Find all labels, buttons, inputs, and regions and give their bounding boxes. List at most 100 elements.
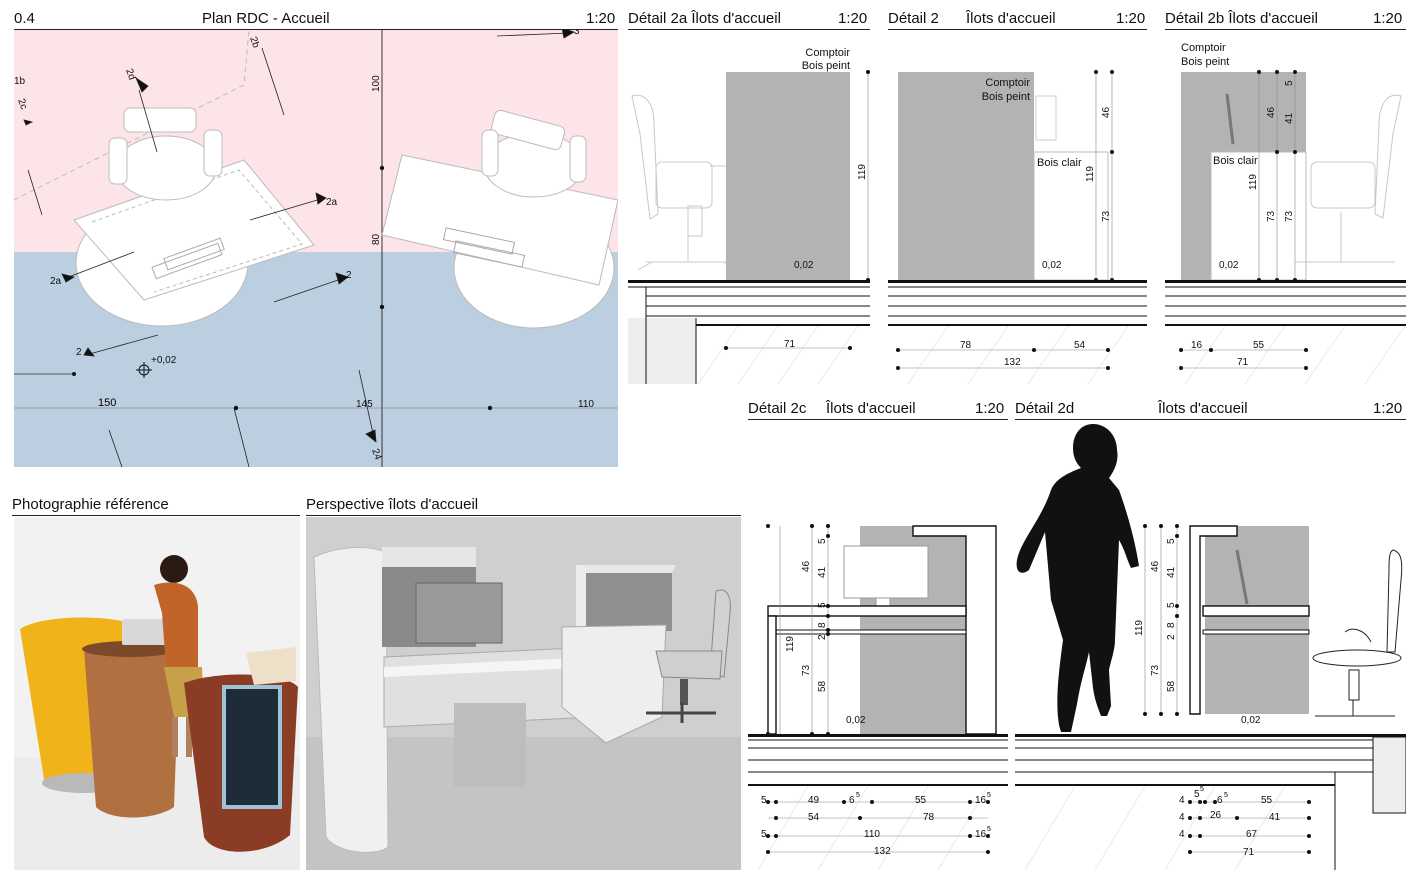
detail-2d-title: Détail 2d [1015, 400, 1075, 417]
counter-body [898, 72, 1034, 280]
detail-2c-row1-b: 49 [808, 795, 820, 806]
plan-mark-2c: 2c [15, 97, 29, 111]
plan-mark-3: 3 [574, 30, 580, 37]
dim-dots [1188, 800, 1311, 854]
perspective-chair [646, 589, 731, 723]
photo-title: Photographie référence [12, 496, 169, 513]
detail-2d-row1-d: 55 [1261, 795, 1273, 806]
detail-2b-dim-16: 16 [1191, 340, 1203, 351]
dim-dots [1143, 524, 1179, 716]
monitor-stand [875, 597, 891, 607]
detail-2d-scale: 1:20 [1373, 400, 1403, 417]
office-chair [1312, 549, 1403, 717]
monitor-profile [1235, 549, 1249, 605]
floor-plan: +0,02 100 80 150 145 110 2a 2a 2 2 2b 2c… [14, 30, 618, 467]
floor-layers [1165, 280, 1406, 326]
detail-2d-dim-46: 46 [1150, 560, 1161, 572]
keyboard-shelf [1202, 629, 1310, 635]
detail-2d-row4-a: 71 [1243, 847, 1255, 858]
detail-2-dim-78: 78 [960, 340, 972, 351]
detail-2-scale: 1:20 [1116, 10, 1146, 27]
chair-outline [631, 94, 737, 271]
detail-2b-label-clair: Bois clair [1213, 155, 1258, 167]
desk-leg [767, 615, 777, 735]
dim-dots [1179, 348, 1308, 370]
detail-2c-dim-73: 73 [801, 664, 812, 676]
human-silhouette [1016, 424, 1139, 732]
plan-mark-1b: 1b [14, 76, 26, 87]
detail-2-label-clair: Bois clair [1037, 157, 1082, 169]
counter-side [1181, 152, 1211, 280]
detail-2-rule [888, 29, 1147, 30]
floor-layers [1015, 734, 1406, 870]
counter-shell [1189, 525, 1238, 715]
detail-2d-row2-b: 26 [1210, 810, 1222, 821]
detail-2b-rule [1165, 29, 1406, 30]
detail-2b-level: 0,02 [1219, 260, 1239, 271]
detail-2d-row1-b: 5 [1194, 789, 1200, 800]
plan-level-label: +0,02 [151, 355, 177, 366]
plan-dim-145: 145 [356, 399, 373, 410]
plan-mark-2-2: 2 [76, 347, 82, 358]
detail-2d-dim-73: 73 [1150, 664, 1161, 676]
plan-title: Plan RDC - Accueil [202, 10, 330, 27]
plan-mark-2b: 2b [247, 35, 261, 50]
detail-2-label-comptoir: Comptoir [985, 77, 1030, 89]
plan-mark-2d: 2d [123, 67, 137, 81]
detail-2c-row2-a: 54 [808, 812, 820, 823]
hatching [1184, 325, 1406, 384]
detail-2-dim-46: 46 [1101, 106, 1112, 118]
detail-2b-scale: 1:20 [1373, 10, 1403, 27]
dim-dot [724, 346, 728, 350]
detail-2c-dim-58: 58 [817, 680, 828, 692]
detail-2c-scale: 1:20 [975, 400, 1005, 417]
detail-2c-row1-c: 6 [849, 795, 855, 806]
detail-2-dim-54: 54 [1074, 340, 1086, 351]
detail-2d-row3-a: 4 [1179, 829, 1185, 840]
detail-2d-subtitle: Îlots d'accueil [1158, 400, 1248, 417]
hatching [1024, 785, 1286, 870]
monitor [843, 545, 929, 599]
floor-layers [628, 280, 870, 384]
detail-2d-dim-5a: 5 [1166, 538, 1177, 544]
detail-2d-row1-c: 6 [1217, 795, 1223, 806]
detail-2a-label-bois: Bois peint [802, 60, 850, 72]
chair-outline [1295, 94, 1402, 263]
detail-2c-row2-b: 78 [923, 812, 935, 823]
dim-lines-bottom [1190, 801, 1309, 853]
detail-2c-row3-a: 5 [761, 829, 767, 840]
perspective-rule [306, 515, 741, 516]
perspective-render [306, 517, 741, 870]
desk-top [767, 605, 967, 617]
detail-2c-level: 0,02 [846, 715, 866, 726]
detail-2a-label-comptoir: Comptoir [805, 47, 850, 59]
detail-2a-rule [628, 29, 870, 30]
detail-2c-row1-e: 16 [975, 795, 987, 806]
detail-2c-dim-2: 2 [817, 634, 828, 640]
hatching [907, 325, 1129, 384]
office-chair-right [481, 109, 587, 198]
detail-2c-dim-8: 8 [817, 622, 828, 628]
detail-2a-dim-71: 71 [784, 339, 796, 350]
desk-top [1202, 605, 1310, 617]
plan-mark-2a-1: 2a [326, 197, 338, 208]
detail-2-section: Comptoir Bois peint Bois clair 46 119 73… [888, 70, 1147, 384]
detail-2d-dim-8: 8 [1166, 622, 1177, 628]
detail-2b-dim-73a: 73 [1266, 210, 1277, 222]
detail-2d-level: 0,02 [1241, 715, 1261, 726]
detail-2c-row1-d: 55 [915, 795, 927, 806]
detail-2c-row4-a: 132 [874, 846, 891, 857]
detail-2c-rule [748, 419, 1008, 420]
detail-2a-level: 0,02 [794, 260, 814, 271]
detail-2d-section: 5 46 41 5 8 2 119 73 58 0,02 4 5 5 6 5 5… [1015, 424, 1406, 870]
detail-2b-dim-41: 41 [1284, 112, 1295, 124]
detail-2b-section: Comptoir Bois peint Bois clair 5 46 41 1… [1165, 42, 1406, 384]
detail-2d-dim-119: 119 [1134, 620, 1145, 636]
detail-2c-dim-119: 119 [785, 636, 796, 652]
perspective-title: Perspective îlots d'accueil [306, 496, 479, 513]
screen-outline [1035, 95, 1057, 141]
plan-dim-100: 100 [371, 75, 382, 92]
detail-2-dim-132: 132 [1004, 357, 1021, 368]
dim-dots [896, 348, 1110, 370]
detail-2d-row1-b-sup: 5 [1200, 786, 1204, 793]
